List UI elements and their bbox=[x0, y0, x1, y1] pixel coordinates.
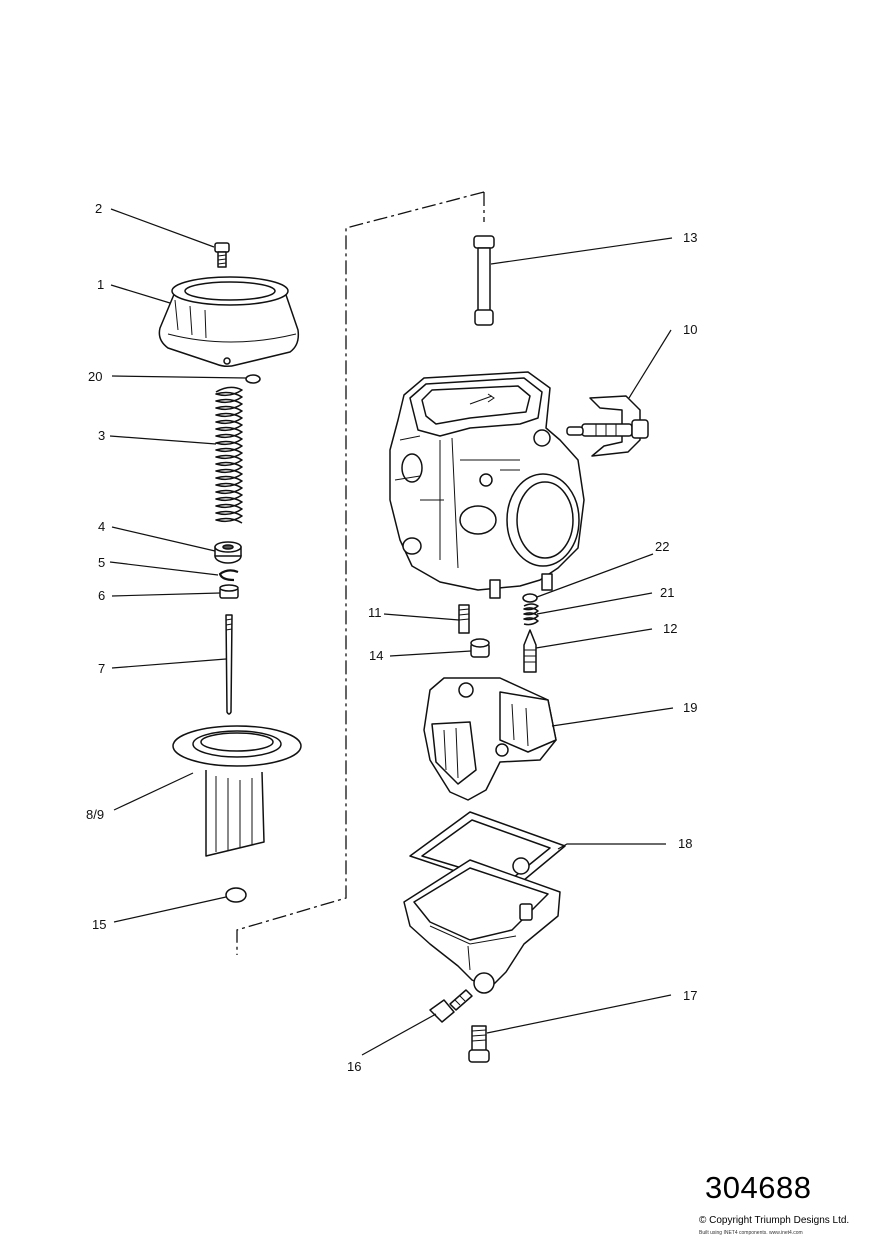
part-10-pilot-screw-assembly bbox=[566, 395, 649, 457]
part-5-clip bbox=[218, 569, 239, 582]
part-19-float bbox=[423, 677, 557, 801]
callout-19: 19 bbox=[683, 700, 697, 715]
part-16-drain-screw bbox=[429, 989, 473, 1023]
part-2-screw bbox=[214, 242, 230, 268]
callout-6: 6 bbox=[98, 588, 105, 603]
assembly-dash-line bbox=[236, 191, 485, 955]
leader-lines bbox=[109, 208, 674, 1056]
part-12-float-needle bbox=[523, 629, 537, 673]
callout-17: 17 bbox=[683, 988, 697, 1003]
callout-8-9: 8/9 bbox=[86, 807, 104, 822]
diagram-reference-number: 304688 bbox=[705, 1170, 812, 1205]
part-13-long-bolt bbox=[473, 235, 495, 326]
part-14-main-jet bbox=[470, 638, 490, 658]
callout-18: 18 bbox=[678, 836, 692, 851]
callout-4: 4 bbox=[98, 519, 105, 534]
carburettor-body bbox=[389, 371, 585, 599]
part-4-spring-seat bbox=[214, 541, 242, 564]
part-8-9-diaphragm-slide bbox=[172, 725, 302, 857]
part-1-top-cover bbox=[158, 276, 300, 368]
part-20-o-ring bbox=[245, 374, 261, 384]
callout-22: 22 bbox=[655, 539, 669, 554]
callout-7: 7 bbox=[98, 661, 105, 676]
part-17-bolt bbox=[468, 1025, 490, 1063]
callout-16: 16 bbox=[347, 1059, 361, 1074]
part-6-collar bbox=[219, 584, 239, 599]
part-7-needle bbox=[225, 614, 233, 715]
part-21-spring bbox=[523, 603, 539, 626]
callout-10: 10 bbox=[683, 322, 697, 337]
copyright-notice: © Copyright Triumph Designs Ltd. bbox=[699, 1215, 850, 1226]
built-with-note: Built using INET4 components. www.inet4.… bbox=[699, 1230, 803, 1236]
float-bowl bbox=[403, 859, 561, 994]
callout-14: 14 bbox=[369, 648, 383, 663]
callout-13: 13 bbox=[683, 230, 697, 245]
callout-2: 2 bbox=[95, 201, 102, 216]
callout-20: 20 bbox=[88, 369, 102, 384]
callout-11: 11 bbox=[368, 605, 382, 620]
callout-15: 15 bbox=[92, 917, 106, 932]
callout-5: 5 bbox=[98, 555, 105, 570]
part-3-spring bbox=[215, 386, 243, 524]
callout-12: 12 bbox=[663, 621, 677, 636]
callout-3: 3 bbox=[98, 428, 105, 443]
callout-1: 1 bbox=[97, 277, 104, 292]
part-15-o-ring bbox=[225, 887, 247, 903]
part-22-washer bbox=[522, 593, 538, 603]
callout-21: 21 bbox=[660, 585, 674, 600]
part-11-jet bbox=[458, 604, 470, 634]
